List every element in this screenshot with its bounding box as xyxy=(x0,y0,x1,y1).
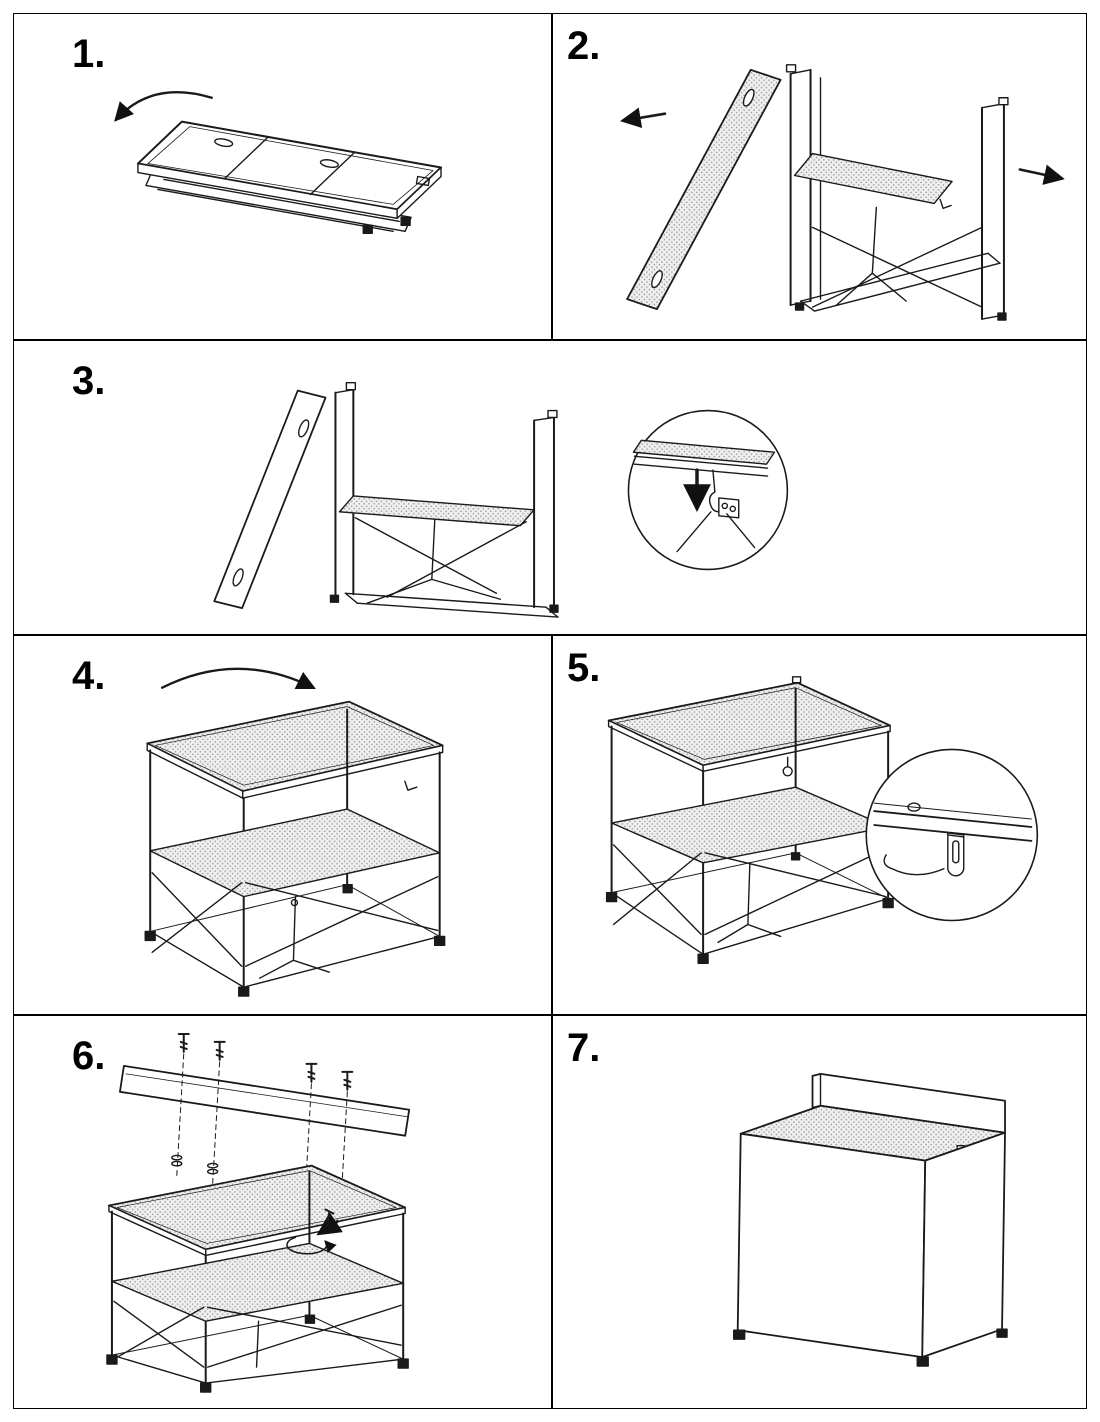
step-1-panel: 1. xyxy=(13,13,552,340)
fold-top-arrow xyxy=(160,667,316,690)
step-7-panel: 7. xyxy=(552,1015,1087,1409)
step-5-panel: 5. xyxy=(552,635,1087,1015)
step-3-number: 3. xyxy=(72,359,106,403)
screw-in-detail xyxy=(286,1208,343,1255)
step-3-panel: 3. xyxy=(13,340,1087,635)
table-frame xyxy=(106,1164,409,1393)
step-4-illustration xyxy=(144,667,446,997)
screws xyxy=(177,1032,354,1091)
step-5-number: 5. xyxy=(567,646,601,690)
right-frame xyxy=(981,97,1009,321)
leaning-mesh-panel xyxy=(626,68,782,310)
step-2-panel: 2. xyxy=(552,13,1087,340)
latch-mechanism xyxy=(676,469,756,553)
step-6-illustration xyxy=(106,1032,411,1393)
step-2-number: 2. xyxy=(567,24,601,68)
step-2-illustration xyxy=(620,64,1065,321)
step-3-illustration xyxy=(213,382,789,618)
step-7-number: 7. xyxy=(567,1026,601,1070)
side-covers xyxy=(736,1131,1006,1359)
latch-clip xyxy=(883,832,965,877)
upright-frames-and-shelf xyxy=(329,382,559,618)
open-left-arrow xyxy=(620,107,667,129)
step-1-number: 1. xyxy=(72,32,106,76)
table-frame xyxy=(144,700,446,997)
step-1-illustration xyxy=(114,91,443,235)
top-latch xyxy=(404,780,418,791)
center-frame xyxy=(785,64,822,307)
latch-detail-circle xyxy=(865,748,1039,922)
step-4-panel: 4. xyxy=(13,635,552,1015)
instruction-sheet: 1. xyxy=(13,13,1087,1409)
unfold-arrow xyxy=(114,91,213,122)
leaning-door-panel xyxy=(213,389,327,610)
back-panel xyxy=(119,1064,411,1137)
step-4-number: 4. xyxy=(72,654,106,698)
step-7-illustration xyxy=(733,1072,1008,1367)
step-6-number: 6. xyxy=(72,1034,106,1078)
step-6-panel: 6. xyxy=(13,1015,552,1409)
step-5-illustration xyxy=(605,676,1039,964)
spacers xyxy=(171,1154,219,1175)
base-braces xyxy=(794,206,1007,321)
folded-tabletop xyxy=(136,120,443,220)
assembled-table xyxy=(605,676,894,964)
folded-shelf xyxy=(793,152,953,210)
feet xyxy=(733,1328,1008,1367)
latch-detail-circle xyxy=(627,409,789,571)
open-right-arrow xyxy=(1018,164,1065,185)
